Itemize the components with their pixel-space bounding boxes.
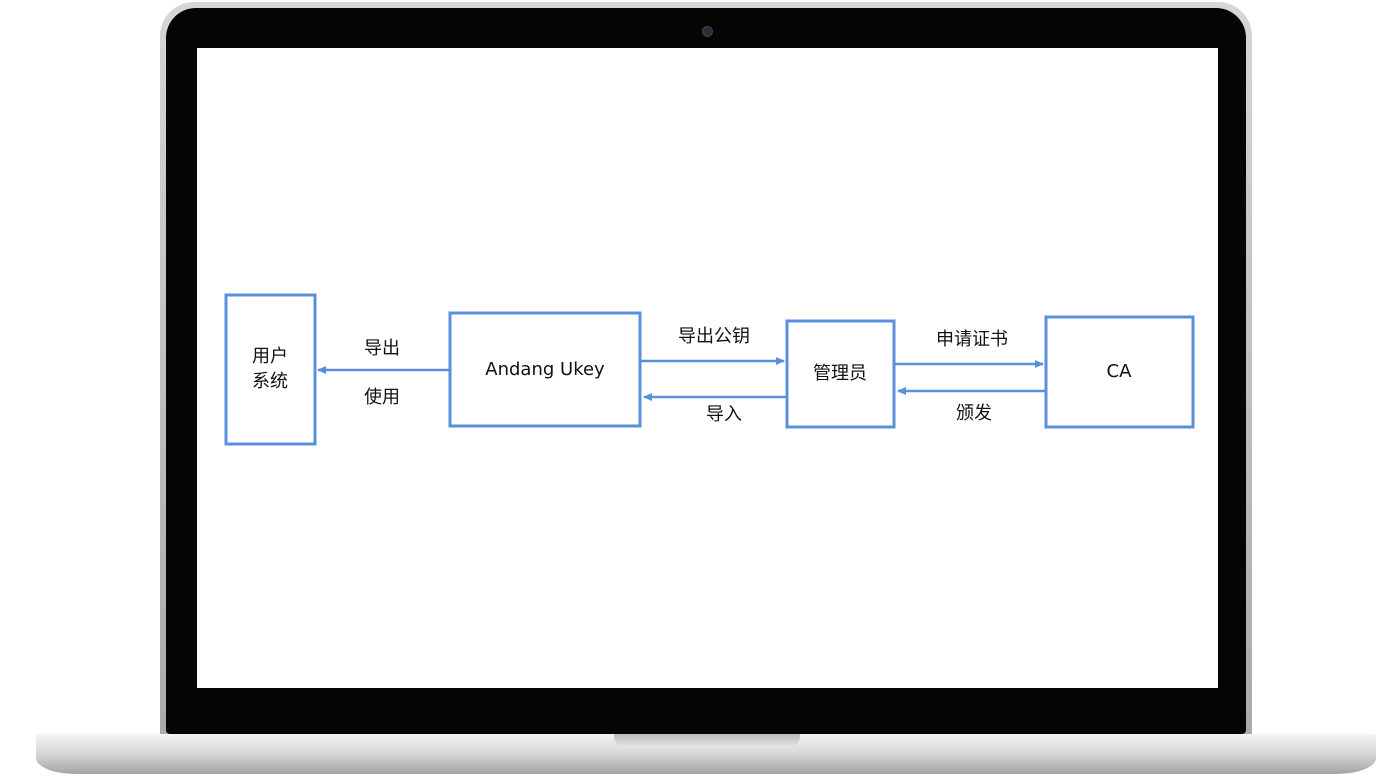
node-user-system-label-2: 系统 xyxy=(252,371,288,392)
edge-ukey-to-user-label-top: 导出 xyxy=(364,338,400,359)
node-andang-ukey: Andang Ukey xyxy=(448,311,642,428)
node-user-system: 用户 系统 xyxy=(224,293,317,446)
edge-ukey-to-user-label-bottom: 使用 xyxy=(364,387,400,408)
edge-admin-to-ukey-label: 导入 xyxy=(706,404,742,425)
node-ca-label: CA xyxy=(1107,361,1133,382)
node-ca: CA xyxy=(1044,315,1195,429)
webcam-icon xyxy=(702,26,713,37)
node-andang-ukey-label: Andang Ukey xyxy=(485,359,605,380)
node-user-system-label-1: 用户 xyxy=(252,346,288,367)
edge-ukey-to-admin-label: 导出公钥 xyxy=(678,326,750,347)
node-admin: 管理员 xyxy=(785,319,896,429)
edge-ca-to-admin-label: 颁发 xyxy=(956,403,992,424)
edge-admin-to-ca-label: 申请证书 xyxy=(936,329,1008,350)
node-admin-label: 管理员 xyxy=(813,363,867,384)
laptop-notch xyxy=(614,734,800,748)
